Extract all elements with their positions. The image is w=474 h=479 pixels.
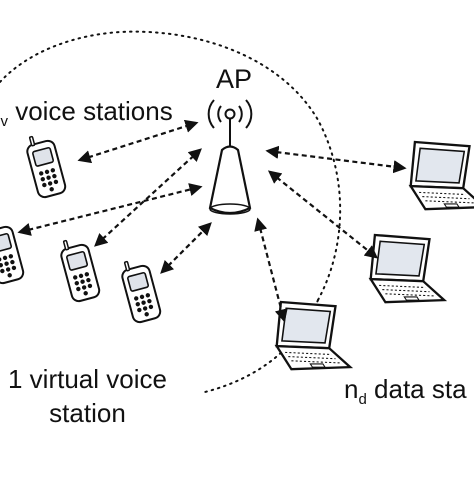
access-point-label: AP	[216, 66, 252, 93]
voice-stations-subscript: v	[0, 113, 8, 130]
data-stations-subscript: d	[358, 391, 366, 408]
mobile-phone-icon	[119, 257, 162, 324]
data-stations-label: nd data sta	[344, 376, 467, 407]
mobile-phone-icon	[24, 132, 67, 199]
access-point-icon	[209, 100, 252, 214]
virtual-voice-line2: station	[8, 396, 167, 430]
mobile-phone-icon	[58, 236, 101, 303]
mobile-phone-icon	[0, 218, 25, 285]
laptop-icon	[371, 235, 445, 302]
laptop-icon	[277, 302, 351, 369]
double-headed-dashed-arrow	[270, 172, 376, 257]
double-headed-dashed-arrow	[162, 224, 210, 272]
virtual-voice-line1: 1 virtual voice	[8, 362, 167, 396]
voice-stations-label: nv voice stations	[0, 98, 173, 129]
laptop-icon	[411, 142, 474, 209]
data-stations-prefix: n	[344, 374, 358, 404]
double-headed-dashed-arrow	[96, 150, 200, 245]
voice-stations-text: voice stations	[8, 96, 173, 126]
data-stations-text: data sta	[367, 374, 467, 404]
double-headed-dashed-arrow	[258, 220, 284, 320]
access-point-label-text: AP	[216, 64, 252, 94]
virtual-voice-station-label: 1 virtual voice station	[8, 362, 167, 430]
